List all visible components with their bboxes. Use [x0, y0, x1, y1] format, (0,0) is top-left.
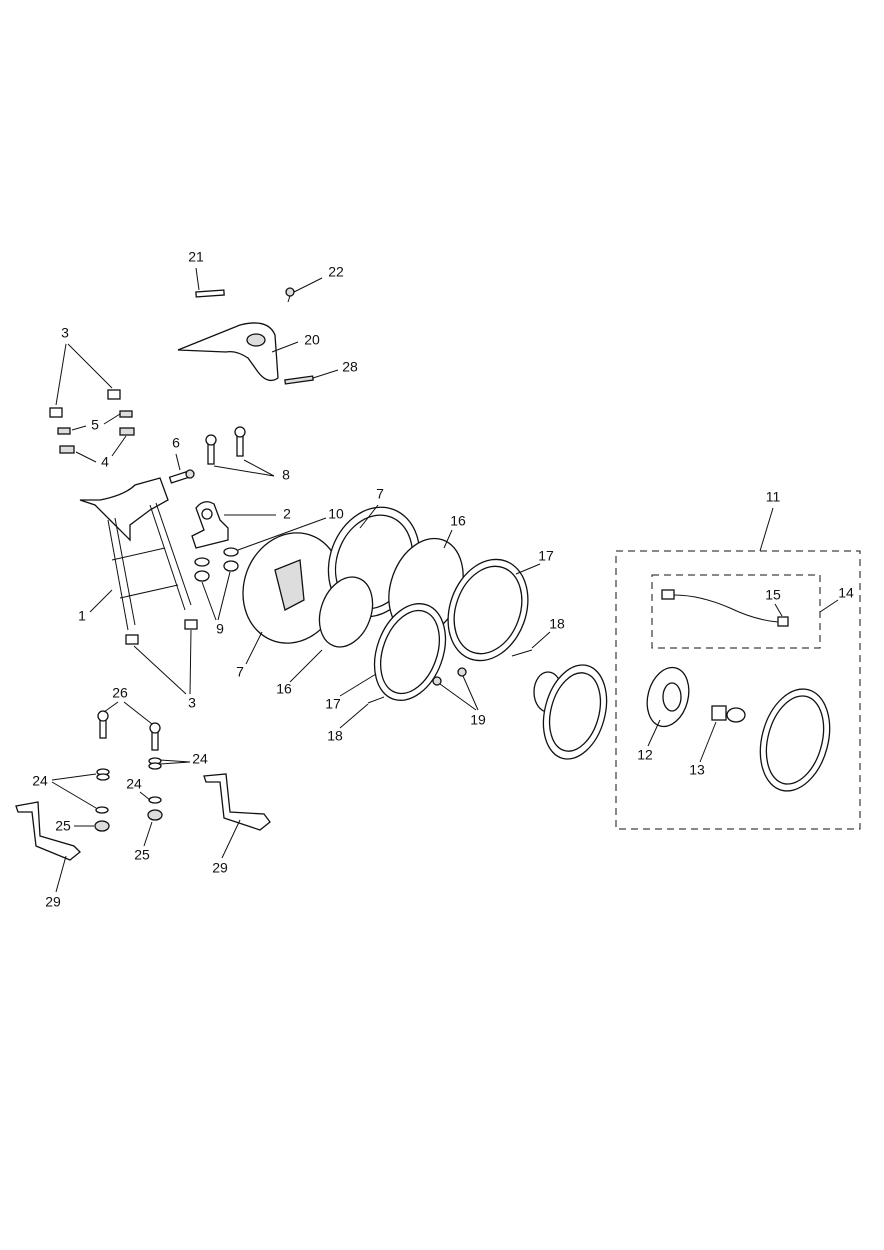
callout-17: 17 [538, 548, 554, 564]
callout-24: 24 [32, 773, 48, 789]
part-3-rubbers-bottom [125, 619, 198, 645]
part-17-rims [373, 558, 529, 701]
group-box-11 [615, 550, 861, 830]
callout-4: 4 [101, 454, 109, 470]
callout-24: 24 [192, 751, 208, 767]
callout-2: 2 [283, 506, 291, 522]
callout-1: 1 [78, 608, 86, 624]
callout-5: 5 [91, 417, 99, 433]
callout-labels: 21 22 20 28 3 3 5 4 6 8 2 10 7 16 17 11 … [32, 249, 854, 910]
callout-29: 29 [45, 894, 61, 910]
callout-16: 16 [450, 513, 466, 529]
callout-20: 20 [304, 332, 320, 348]
callout-17: 17 [325, 696, 341, 712]
part-18-screws [367, 649, 533, 704]
part-2-clamp [191, 501, 229, 549]
callout-3: 3 [61, 325, 69, 341]
part-19-nuts [432, 667, 467, 686]
callout-24: 24 [126, 776, 142, 792]
callout-21: 21 [188, 249, 204, 265]
callout-8: 8 [282, 467, 290, 483]
callout-19: 19 [470, 712, 486, 728]
part-26-bolts [97, 710, 161, 751]
part-13-bulb [711, 705, 746, 723]
part-headlamp-unit [533, 664, 608, 760]
part-1-bracket [79, 477, 192, 631]
part-8-bolts [205, 426, 246, 465]
part-29-brackets [15, 773, 271, 861]
part-12-reflector [646, 666, 690, 728]
callout-7: 7 [376, 486, 384, 502]
callout-18: 18 [549, 616, 565, 632]
part-28-strip [284, 375, 314, 385]
callout-16: 16 [276, 681, 292, 697]
callout-13: 13 [689, 762, 705, 778]
callout-28: 28 [342, 359, 358, 375]
callout-14: 14 [838, 585, 854, 601]
part-21-pin [195, 289, 225, 298]
callout-29: 29 [212, 860, 228, 876]
callout-9: 9 [216, 621, 224, 637]
part-3-rubbers-top [49, 389, 135, 454]
group-box-14 [651, 574, 821, 649]
part-24-25-washers-nuts [94, 757, 163, 832]
callout-7: 7 [236, 664, 244, 680]
part-14-harness [661, 589, 789, 627]
callout-10: 10 [328, 506, 344, 522]
callout-18: 18 [327, 728, 343, 744]
callout-11: 11 [766, 489, 781, 505]
callout-22: 22 [328, 264, 344, 280]
part-22-screw [285, 287, 295, 303]
callout-6: 6 [172, 435, 180, 451]
callout-25: 25 [55, 818, 71, 834]
callout-25: 25 [134, 847, 150, 863]
part-lens [759, 688, 831, 792]
callout-3: 3 [188, 695, 196, 711]
part-20-cover [177, 322, 279, 382]
callout-15: 15 [765, 587, 781, 603]
callout-26: 26 [112, 685, 128, 701]
part-9-10-washers-nuts [194, 547, 239, 582]
leader-lines [51, 267, 839, 893]
callout-12: 12 [637, 747, 653, 763]
part-6-bolt [168, 469, 195, 484]
